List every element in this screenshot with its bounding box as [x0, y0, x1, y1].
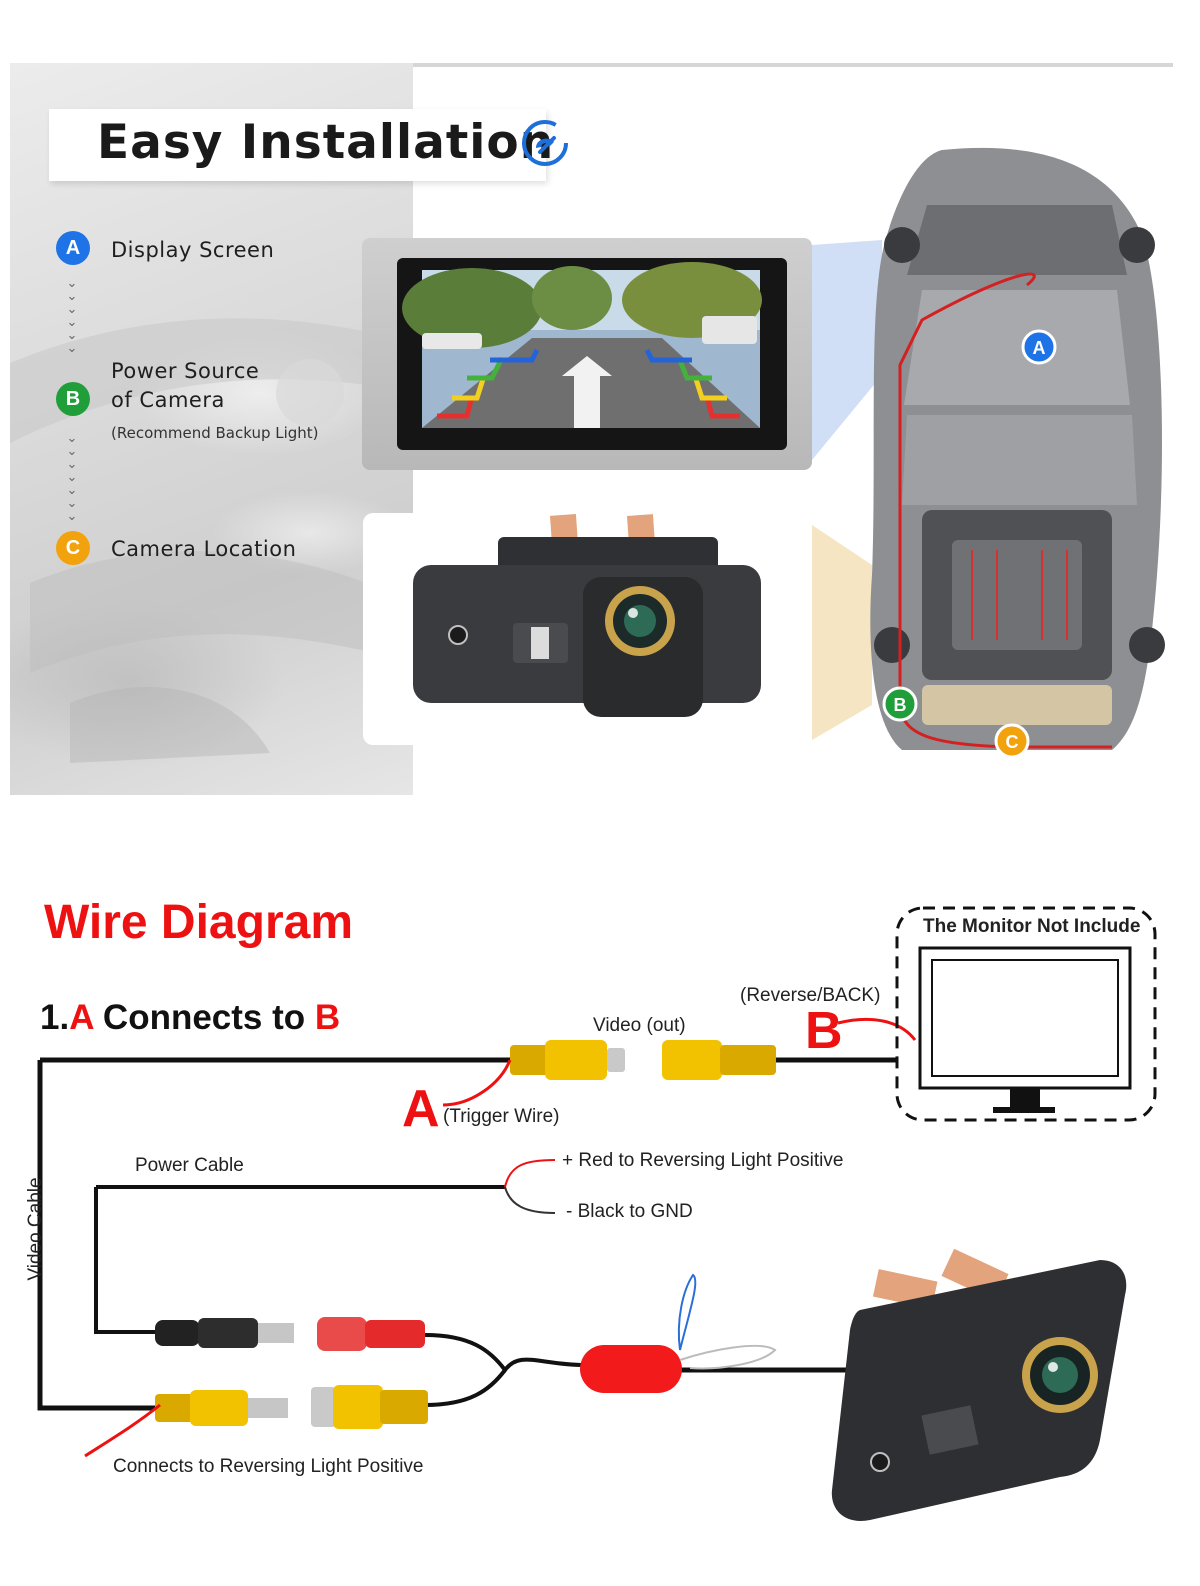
step-b-note: (Recommend Backup Light): [111, 424, 319, 442]
step-b-badge: B: [56, 382, 90, 416]
reverse-back-label: (Reverse/BACK): [740, 985, 881, 1006]
rca-female-connector-a: [510, 1040, 625, 1080]
trigger-wire-label: (Trigger Wire): [443, 1106, 560, 1127]
step-connector-ab: ⌄⌄⌄⌄⌄⌄: [66, 276, 78, 356]
monitor-photo-card: [362, 238, 812, 470]
display-screen-image: [397, 258, 787, 450]
connects-heading: 1.A Connects to B: [40, 998, 340, 1038]
black-wire-label: - Black to GND: [566, 1201, 693, 1222]
wrench-icon: [522, 120, 568, 166]
camera-bottom-image: [831, 1248, 1127, 1521]
top-divider: [413, 63, 1173, 67]
letter-b: B: [805, 1002, 843, 1060]
installation-background: [10, 63, 413, 795]
dc-power-female-plug: [317, 1317, 425, 1351]
step-a-label: Display Screen: [111, 238, 275, 262]
heat-shrink-junction: [580, 1345, 682, 1393]
letter-a: A: [402, 1080, 440, 1138]
step-c-badge: C: [56, 531, 90, 565]
rca-camera-side-connector: [311, 1385, 428, 1429]
step-connector-bc: ⌄⌄⌄⌄⌄⌄⌄: [66, 431, 78, 524]
monitor-not-included-label: The Monitor Not Include: [923, 916, 1141, 937]
car-marker-c: C: [1006, 732, 1019, 752]
step-c-label: Camera Location: [111, 537, 297, 561]
step-b-label-line1: Power Source: [111, 359, 260, 383]
reversing-light-label: Connects to Reversing Light Positive: [113, 1456, 424, 1477]
power-cable-label: Power Cable: [135, 1155, 244, 1176]
camera-photo-card: [363, 513, 815, 745]
rca-male-connector-b: [662, 1040, 776, 1080]
title-box: [49, 109, 546, 181]
heading-prefix: 1.: [40, 998, 70, 1037]
dc-power-male-plug: [155, 1318, 294, 1348]
car-cutaway-diagram: A B C: [812, 147, 1165, 759]
rca-video-cable-connector: [155, 1390, 288, 1426]
heading-a: A: [69, 998, 94, 1037]
step-b-label-line2: of Camera: [111, 388, 225, 412]
video-cable-label: Video Cable: [25, 1177, 46, 1281]
heading-middle: Connects to: [93, 998, 315, 1037]
car-interior-photo: [10, 318, 413, 763]
wire-diagram-title: Wire Diagram: [44, 896, 353, 949]
car-marker-a: A: [1033, 338, 1046, 358]
step-a-badge: A: [56, 231, 90, 265]
wiring-diagram: [37, 906, 1157, 1521]
camera-image: [413, 514, 761, 717]
red-wire-label: + Red to Reversing Light Positive: [562, 1150, 844, 1171]
heading-b: B: [314, 998, 341, 1037]
car-marker-b: B: [894, 695, 907, 715]
video-out-label: Video (out): [593, 1015, 686, 1036]
page-title: Easy Installation: [97, 115, 555, 170]
